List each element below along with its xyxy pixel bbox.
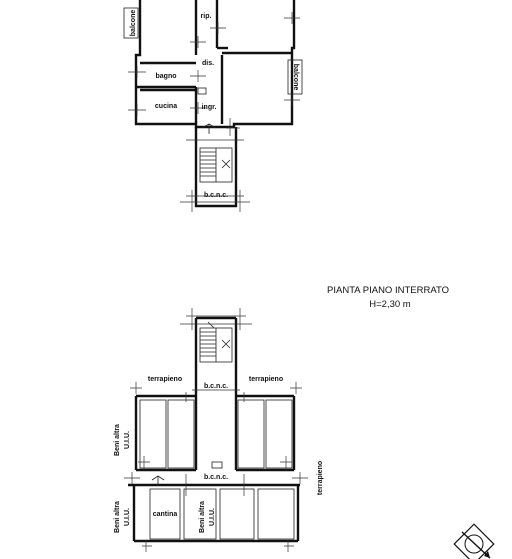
storage-cell-4 [265, 399, 293, 469]
room-label-bcnc-upper: b.c.n.c. [204, 192, 228, 199]
balcone-left-box [123, 7, 139, 39]
storage-cell-5 [183, 488, 217, 540]
note-beni-altra-2a: Beni altra [114, 501, 121, 533]
storage-cell-7 [257, 488, 295, 540]
basement-outer-wall [128, 394, 300, 543]
plan-title: PIANTA PIANO INTERRATO [327, 285, 449, 296]
room-label-dis: dis. [202, 60, 214, 67]
basement-floor-plan [124, 308, 308, 552]
storage-cell-2 [167, 399, 195, 469]
north-arrow-icon [453, 523, 495, 559]
cantina-cell [149, 488, 181, 540]
note-beni-altra-3a: Beni altra [199, 501, 206, 533]
storage-cell-3 [237, 399, 265, 469]
room-label-cucina: cucina [155, 103, 177, 110]
basement-dimension-ticks [124, 308, 308, 552]
basement-stair-core [194, 316, 238, 396]
storage-cell-1 [139, 399, 167, 469]
kitchen-fixture [197, 87, 207, 95]
upper-stair-steps [200, 148, 231, 182]
room-label-bcnc-top: b.c.n.c. [204, 383, 228, 390]
note-beni-altra-1b: U.I.U. [124, 431, 131, 449]
basement-stair-steps [200, 321, 231, 362]
room-label-balcone-right: balcone [292, 64, 299, 91]
upper-dimension-ticks [128, 12, 300, 212]
upper-entry-arrow [201, 123, 217, 134]
room-label-terrapieno-side: terrapieno [317, 461, 324, 495]
room-label-bagno: bagno [156, 73, 177, 80]
plan-height: H=2,30 m [369, 299, 411, 310]
room-label-rip: rip. [201, 13, 212, 20]
upper-floor-plan [123, 0, 303, 212]
room-label-balcone-left: balcone [130, 10, 137, 37]
room-label-ingr: ingr. [202, 104, 217, 111]
note-beni-altra-3b: U.I.U. [209, 508, 216, 526]
note-beni-altra-2b: U.I.U. [124, 508, 131, 526]
balcone-right-box [287, 59, 303, 95]
basement-entry-arrow [151, 475, 165, 486]
room-label-terrapieno-left: terrapieno [148, 376, 182, 383]
room-label-bcnc-corridor: b.c.n.c. [204, 474, 228, 481]
upper-stairwell [194, 127, 238, 208]
room-label-terrapieno-right: terrapieno [249, 376, 283, 383]
storage-cell-6 [219, 488, 255, 540]
room-label-cantina: cantina [153, 511, 178, 518]
note-beni-altra-1a: Beni altra [114, 424, 121, 456]
corridor-fixture [211, 461, 223, 469]
